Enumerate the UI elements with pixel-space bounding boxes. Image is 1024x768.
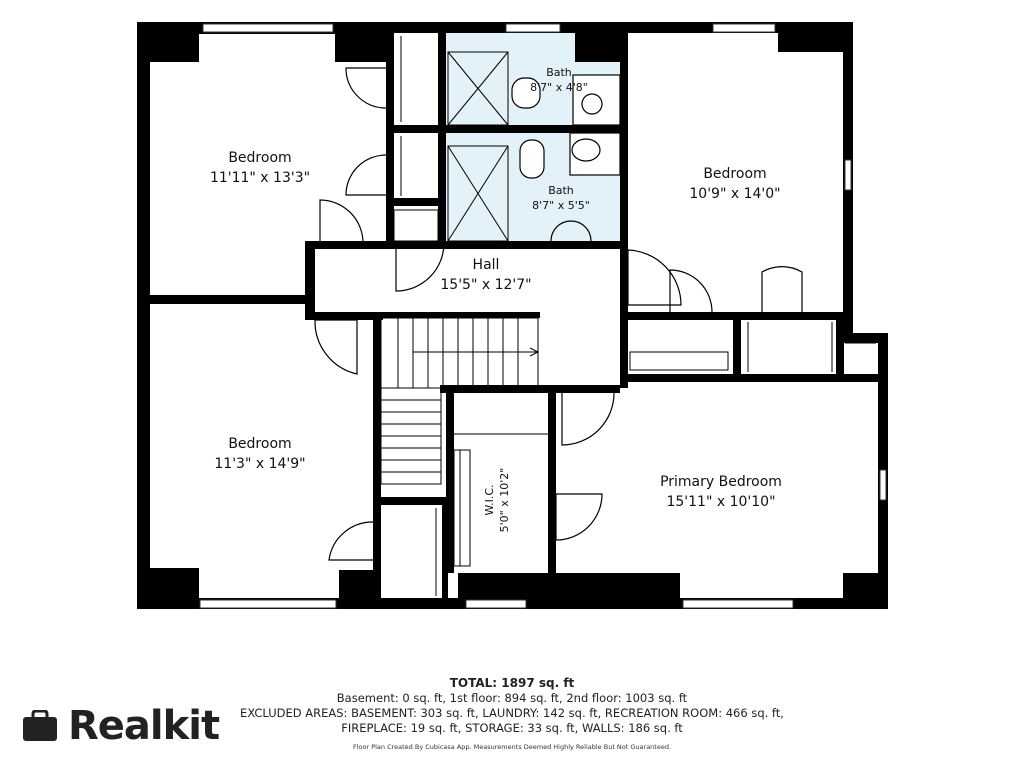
room-name: Bedroom	[228, 436, 292, 452]
room-label-hall: Hall 15'5" x 12'7"	[421, 255, 551, 295]
shower-stalls	[447, 51, 509, 242]
windows	[199, 23, 887, 609]
room-dimensions: 8'7" x 5'5"	[532, 199, 590, 212]
total-area: TOTAL: 1897 sq. ft	[449, 676, 575, 690]
excluded-areas: EXCLUDED AREAS: BASEMENT: 303 sq. ft, LA…	[240, 706, 784, 720]
room-name: Primary Bedroom	[660, 474, 782, 490]
room-label-primary-bedroom: Primary Bedroom 15'11" x 10'10"	[641, 472, 801, 512]
area-summary: TOTAL: 1897 sq. ft Basement: 0 sq. ft, 1…	[230, 676, 794, 736]
room-dimensions: 5'0" x 10'2"	[498, 467, 511, 533]
room-dimensions: 10'9" x 14'0"	[689, 186, 781, 202]
room-name: Hall	[472, 257, 500, 273]
room-label-bedroom-sw: Bedroom 11'3" x 14'9"	[195, 434, 325, 474]
room-label-bath-bottom: Bath 8'7" x 5'5"	[524, 183, 598, 213]
room-name: Bath	[546, 66, 572, 79]
room-name: W.I.C.	[483, 484, 496, 516]
room-name: Bedroom	[703, 166, 767, 182]
floor-areas: Basement: 0 sq. ft, 1st floor: 894 sq. f…	[336, 691, 688, 705]
doors	[314, 67, 803, 561]
room-label-wic: W.I.C. 5'0" x 10'2"	[482, 455, 512, 545]
room-label-bedroom-nw: Bedroom 11'11" x 13'3"	[195, 148, 325, 188]
room-name: Bath	[548, 184, 574, 197]
briefcase-icon	[23, 710, 57, 741]
brand-logo: Realkit	[22, 703, 220, 749]
room-name: Bedroom	[228, 150, 292, 166]
room-dimensions: 11'11" x 13'3"	[209, 170, 311, 186]
closet-rods	[393, 36, 876, 596]
room-label-bedroom-ne: Bedroom 10'9" x 14'0"	[670, 164, 800, 204]
excluded-areas-cont: FIREPLACE: 19 sq. ft, STORAGE: 33 sq. ft…	[341, 721, 683, 735]
room-dimensions: 15'5" x 12'7"	[440, 277, 532, 293]
room-dimensions: 11'3" x 14'9"	[214, 456, 306, 472]
room-label-bath-top: Bath 8'7" x 4'8"	[522, 65, 596, 95]
room-dimensions: 15'11" x 10'10"	[666, 494, 776, 510]
staircase	[380, 317, 540, 485]
bath-fixtures	[511, 74, 621, 179]
brand-name: Realkit	[68, 703, 220, 749]
room-dimensions: 8'7" x 4'8"	[530, 81, 588, 94]
disclaimer: Floor Plan Created By Cubicasa App. Meas…	[352, 743, 672, 751]
